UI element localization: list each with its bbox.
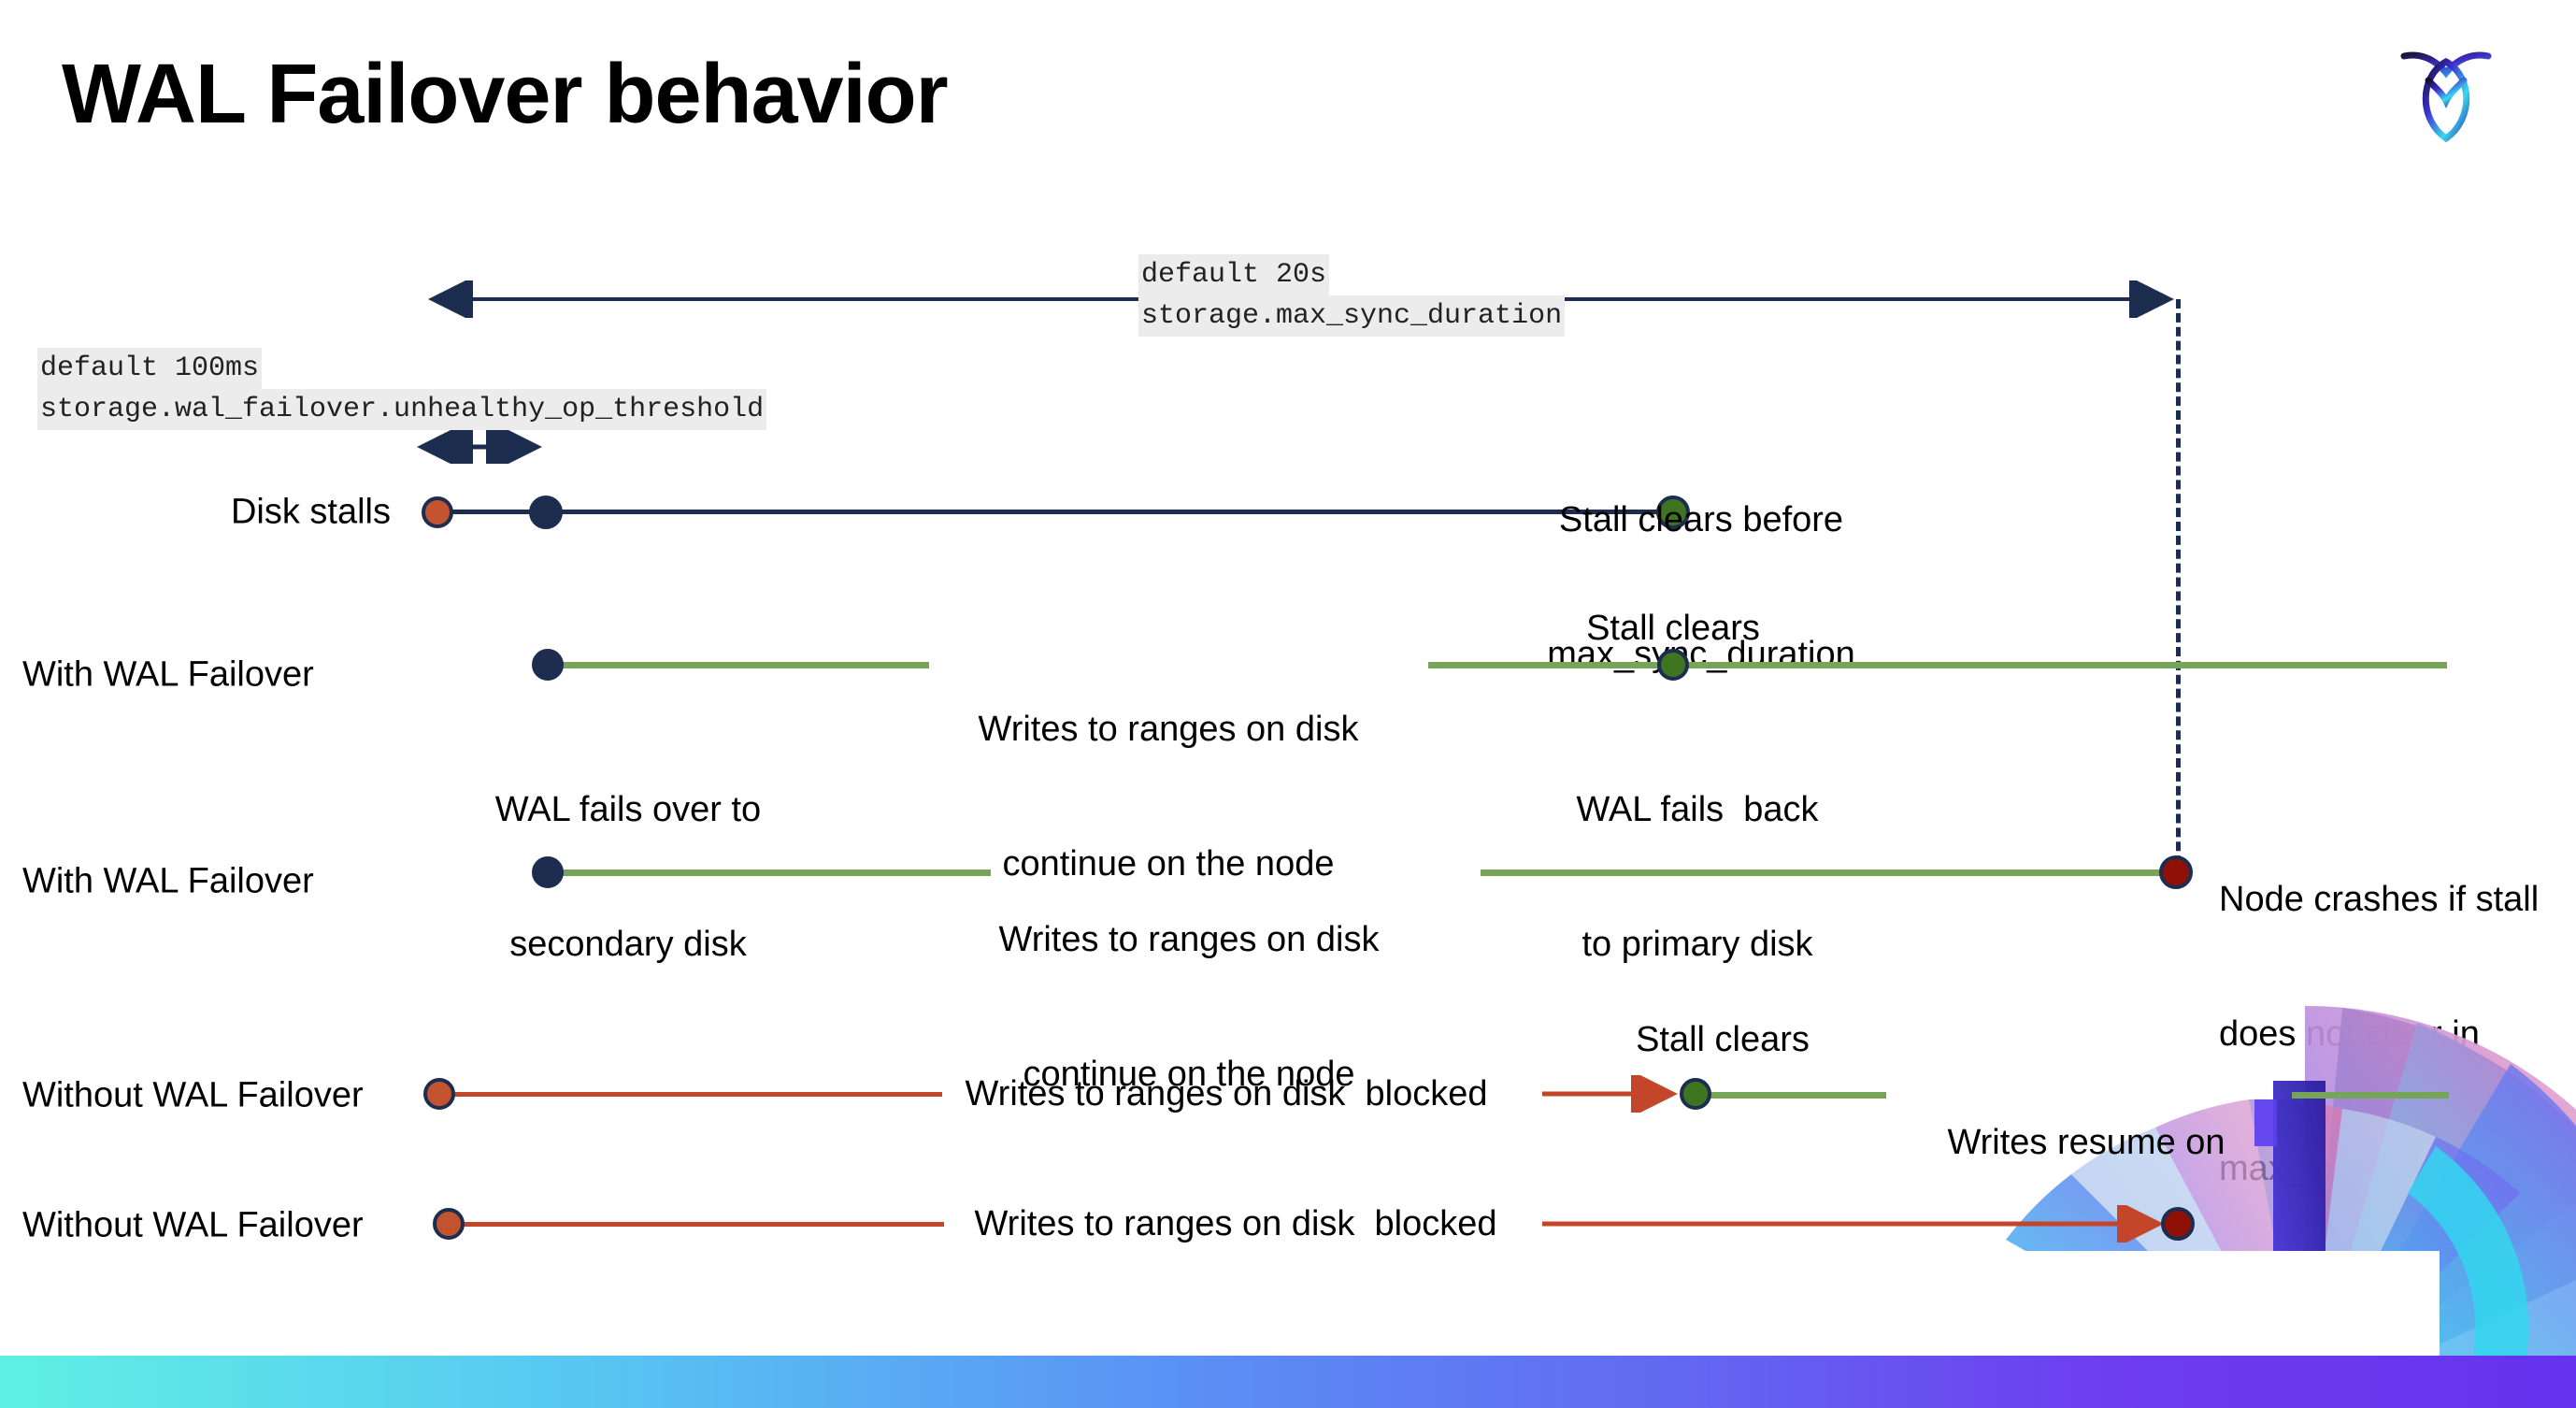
callout-unhealthy-op-threshold-line1: default 100ms — [37, 348, 263, 389]
row-label-with-wal-failover-1: With WAL Failover — [22, 654, 314, 695]
bottom-gradient-bar — [0, 1356, 2576, 1408]
with-wal-failover-1-segment-b — [1428, 662, 2447, 668]
with-wal-failover-2-failover-dot — [532, 856, 564, 888]
annotation-writes-continue-2-line1: Writes to ranges on disk — [998, 920, 1380, 959]
annotation-writes-blocked-2: Writes to ranges on disk blocked — [974, 1204, 1497, 1243]
row-label-without-wal-failover-2: Without WAL Failover — [22, 1205, 364, 1245]
annotation-writes-resume-line1: Writes resume on — [1947, 1123, 2225, 1162]
disk-stalls-start-dot — [422, 496, 453, 528]
annotation-wal-fails-over-line2: secondary disk — [509, 925, 747, 964]
annotation-wal-fails-over-line1: WAL fails over to — [494, 790, 762, 829]
max-sync-duration-drop-line — [2176, 299, 2181, 879]
annotation-writes-blocked-1: Writes to ranges on disk blocked — [965, 1074, 1488, 1113]
without-wal-failover-1-clear-dot — [1680, 1078, 1711, 1110]
annotation-stall-clears-2: Stall clears — [1636, 1020, 1810, 1059]
row-label-without-wal-failover-1: Without WAL Failover — [22, 1075, 364, 1115]
without-wal-failover-1-red-segment-a — [443, 1092, 942, 1097]
annotation-node-crashes-1-line3: max_sync_duration — [2219, 1149, 2527, 1188]
cockroachdb-logo-icon — [2395, 34, 2497, 146]
annotation-stall-clears-before-line1: Stall clears before — [1558, 500, 1844, 539]
row-label-with-wal-failover-2: With WAL Failover — [22, 861, 314, 901]
with-wal-failover-2-segment-a — [548, 869, 991, 876]
annotation-wal-fails-over: WAL fails over to secondary disk — [495, 697, 761, 1056]
without-wal-failover-1-stall-dot — [423, 1078, 455, 1110]
without-wal-failover-1-green-segment — [1703, 1092, 1886, 1099]
annotation-wal-fails-back-line2: to primary disk — [1581, 925, 1813, 964]
annotation-writes-continue-2: Writes to ranges on disk continue on the… — [999, 827, 1380, 1186]
disk-stalls-clear-dot — [1656, 496, 1690, 529]
without-wal-failover-1-green-segment-b — [2292, 1092, 2449, 1099]
row-label-disk-stalls: Disk stalls — [230, 492, 391, 532]
with-wal-failover-2-segment-b — [1481, 869, 2176, 876]
annotation-stall-clears-1: Stall clears — [1586, 609, 1760, 648]
without-wal-failover-2-stall-dot — [433, 1208, 465, 1240]
with-wal-failover-2-crash-dot — [2159, 855, 2193, 889]
annotation-writes-continue-1: Writes to ranges on disk continue on the… — [979, 617, 1359, 976]
annotation-wal-fails-back: WAL fails back to primary disk — [1576, 697, 1818, 1056]
without-wal-failover-2-red-segment-a — [451, 1222, 944, 1227]
annotation-writes-continue-1-line1: Writes to ranges on disk — [978, 710, 1359, 749]
unhealthy-op-threshold-span-arrow — [417, 430, 542, 464]
without-wal-failover-2-crash-dot — [2161, 1207, 2195, 1241]
callout-max-sync-duration-line1: default 20s — [1138, 254, 1330, 295]
annotation-writes-continue-1-line2: continue on the node — [1002, 844, 1335, 884]
callout-unhealthy-op-threshold-line2: storage.wal_failover.unhealthy_op_thresh… — [37, 389, 767, 430]
with-wal-failover-1-failover-dot — [532, 649, 564, 681]
annotation-node-crashes-1-line2: does not clear in — [2219, 1014, 2480, 1054]
disk-stalls-timeline — [436, 510, 1671, 514]
annotation-node-crashes-1: Node crashes if stall does not clear in … — [2219, 787, 2539, 1281]
with-wal-failover-1-segment-a — [548, 662, 929, 668]
page-title: WAL Failover behavior — [62, 48, 949, 141]
disk-stalls-failover-dot — [529, 496, 563, 529]
annotation-writes-continue-2-line2: continue on the node — [1023, 1055, 1355, 1094]
callout-max-sync-duration-line2: storage.max_sync_duration — [1138, 295, 1566, 337]
annotation-node-crashes-1-line1: Node crashes if stall — [2219, 880, 2540, 919]
without-wal-failover-2-arrow — [1542, 1205, 2164, 1243]
annotation-wal-fails-back-line1: WAL fails back — [1576, 790, 1819, 829]
with-wal-failover-1-clear-dot — [1657, 649, 1689, 681]
without-wal-failover-1-arrow — [1542, 1075, 1678, 1113]
